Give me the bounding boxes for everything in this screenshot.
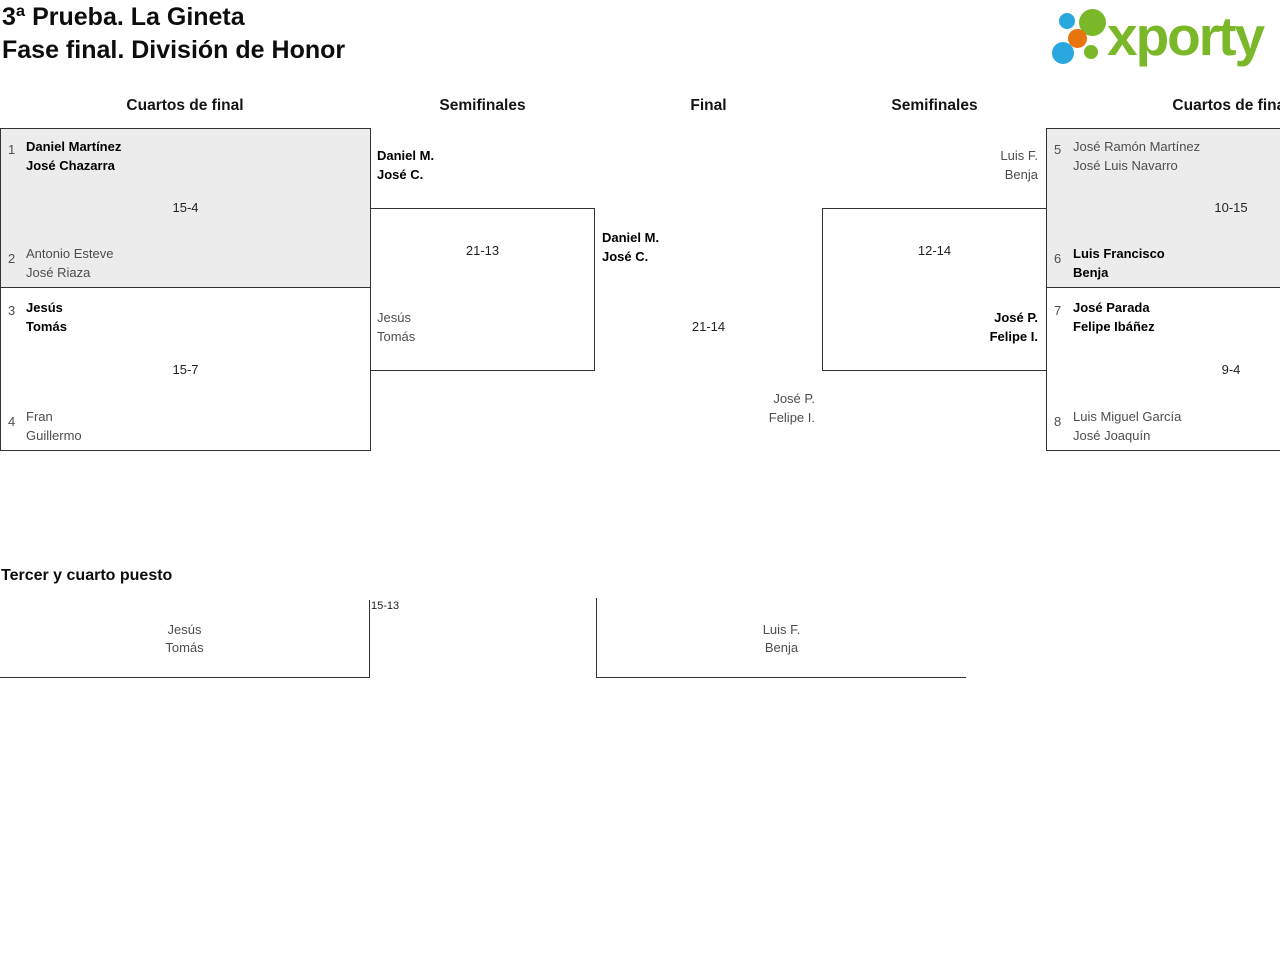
match-score: 12-14 (917, 243, 952, 258)
team-names-loser: Luis Miguel García José Joaquín (1073, 407, 1181, 445)
logo-dot-icon (1059, 13, 1075, 29)
player-name: José Luis Navarro (1073, 158, 1178, 173)
player-name: Daniel M. (602, 230, 660, 245)
third-place-left-names: Jesús Tomás (0, 621, 369, 657)
match-box-qf-4: 7 José Parada Felipe Ibáñez 9-4 8 Luis M… (1046, 287, 1280, 451)
player-name: Benja (1004, 167, 1038, 182)
match-box-qf-2: 3 Jesús Tomás 15-7 4 Fran Guillermo (0, 287, 371, 451)
player-name: Jesús (377, 310, 411, 325)
player-name: Tomás (26, 319, 67, 334)
player-name: Guillermo (26, 428, 82, 443)
page-title-line1: 3ª Prueba. La Gineta (2, 3, 245, 31)
logo-dot-icon (1084, 45, 1098, 59)
team-names-winner: Jesús Tomás (26, 298, 67, 336)
player-name: José P. (994, 310, 1038, 325)
seed-number: 7 (1054, 303, 1062, 318)
match-score: 21-13 (465, 243, 500, 258)
player-name: José C. (602, 249, 649, 264)
player-name: José Ramón Martínez (1073, 139, 1201, 154)
player-name: Luis F. (1000, 148, 1038, 163)
player-name: Luis Miguel García (1073, 409, 1182, 424)
third-place-heading: Tercer y cuarto puesto (1, 567, 173, 584)
third-place-left-bracket: Jesús Tomás (0, 600, 370, 678)
logo-dot-icon (1068, 29, 1087, 48)
round-header-right-quarters: Cuartos de final (1172, 97, 1280, 114)
round-header-left-quarters: Cuartos de final (126, 97, 244, 114)
final-loser-names: José P. Felipe I. (599, 389, 815, 427)
team-names-loser: Antonio Esteve José Riaza (26, 244, 113, 282)
team-names-winner: Luis Francisco Benja (1073, 244, 1165, 282)
player-name: Luis F. (762, 622, 801, 637)
player-name: Benja (764, 640, 799, 655)
seed-number: 8 (1054, 414, 1062, 429)
player-name: Fran (26, 409, 53, 424)
player-name: Luis Francisco (1073, 246, 1165, 261)
round-header-left-semis: Semifinales (439, 97, 526, 114)
third-place-right-bracket: Luis F. Benja (596, 598, 966, 678)
match-score: 15-4 (172, 200, 199, 215)
match-box-qf-3: 5 José Ramón Martínez José Luis Navarro … (1046, 128, 1280, 288)
sf-left-loser-names: Jesús Tomás (377, 308, 415, 346)
player-name: Daniel Martínez (26, 139, 122, 154)
seed-number: 3 (8, 303, 16, 318)
match-score: 15-7 (172, 362, 199, 377)
player-name: José C. (377, 167, 424, 182)
player-name: Felipe Ibáñez (1073, 319, 1155, 334)
match-box-qf-1: 1 Daniel Martínez José Chazarra 15-4 2 A… (0, 128, 371, 288)
team-names-loser: José Ramón Martínez José Luis Navarro (1073, 137, 1200, 175)
final-winner-names: Daniel M. José C. (602, 228, 659, 266)
match-score: 10-15 (1214, 200, 1248, 215)
logo-dot-icon (1052, 42, 1074, 64)
match-box-sf-right: 12-14 (822, 208, 1047, 371)
seed-number: 1 (8, 142, 16, 157)
player-name: José Joaquín (1073, 428, 1151, 443)
logo-wordmark: xporty (1107, 5, 1265, 67)
third-place-right-names: Luis F. Benja (597, 621, 966, 657)
player-name: Jesús (167, 622, 202, 637)
page-title-line2: Fase final. División de Honor (2, 36, 346, 64)
player-name: José Parada (1073, 300, 1150, 315)
player-name: Benja (1073, 265, 1109, 280)
seed-number: 2 (8, 251, 16, 266)
match-score: 9-4 (1221, 362, 1241, 377)
page-title: 3ª Prueba. La Gineta Fase final. Divisió… (2, 1, 345, 67)
round-header-final: Final (690, 97, 727, 114)
seed-number: 5 (1054, 142, 1062, 157)
player-name: Tomás (377, 329, 416, 344)
sf-right-winner-names: José P. Felipe I. (822, 308, 1038, 346)
player-name: Felipe I. (989, 329, 1038, 344)
player-name: José Riaza (26, 265, 91, 280)
team-names-winner: Daniel Martínez José Chazarra (26, 137, 121, 175)
sf-right-loser-names: Luis F. Benja (822, 146, 1038, 184)
player-name: Jesús (26, 300, 63, 315)
player-name: Daniel M. (377, 148, 435, 163)
third-place-score: 15-13 (371, 600, 400, 612)
player-name: Antonio Esteve (26, 246, 114, 261)
team-names-winner: José Parada Felipe Ibáñez (1073, 298, 1155, 336)
seed-number: 6 (1054, 251, 1062, 266)
sf-left-winner-names: Daniel M. José C. (377, 146, 434, 184)
seed-number: 4 (8, 414, 16, 429)
player-name: Felipe I. (768, 410, 815, 425)
final-score: 21-14 (691, 319, 726, 334)
team-names-loser: Fran Guillermo (26, 407, 82, 445)
player-name: José P. (773, 391, 815, 406)
player-name: Tomás (165, 640, 204, 655)
player-name: José Chazarra (26, 158, 115, 173)
match-box-sf-left: 21-13 (370, 208, 595, 371)
round-header-right-semis: Semifinales (891, 97, 978, 114)
